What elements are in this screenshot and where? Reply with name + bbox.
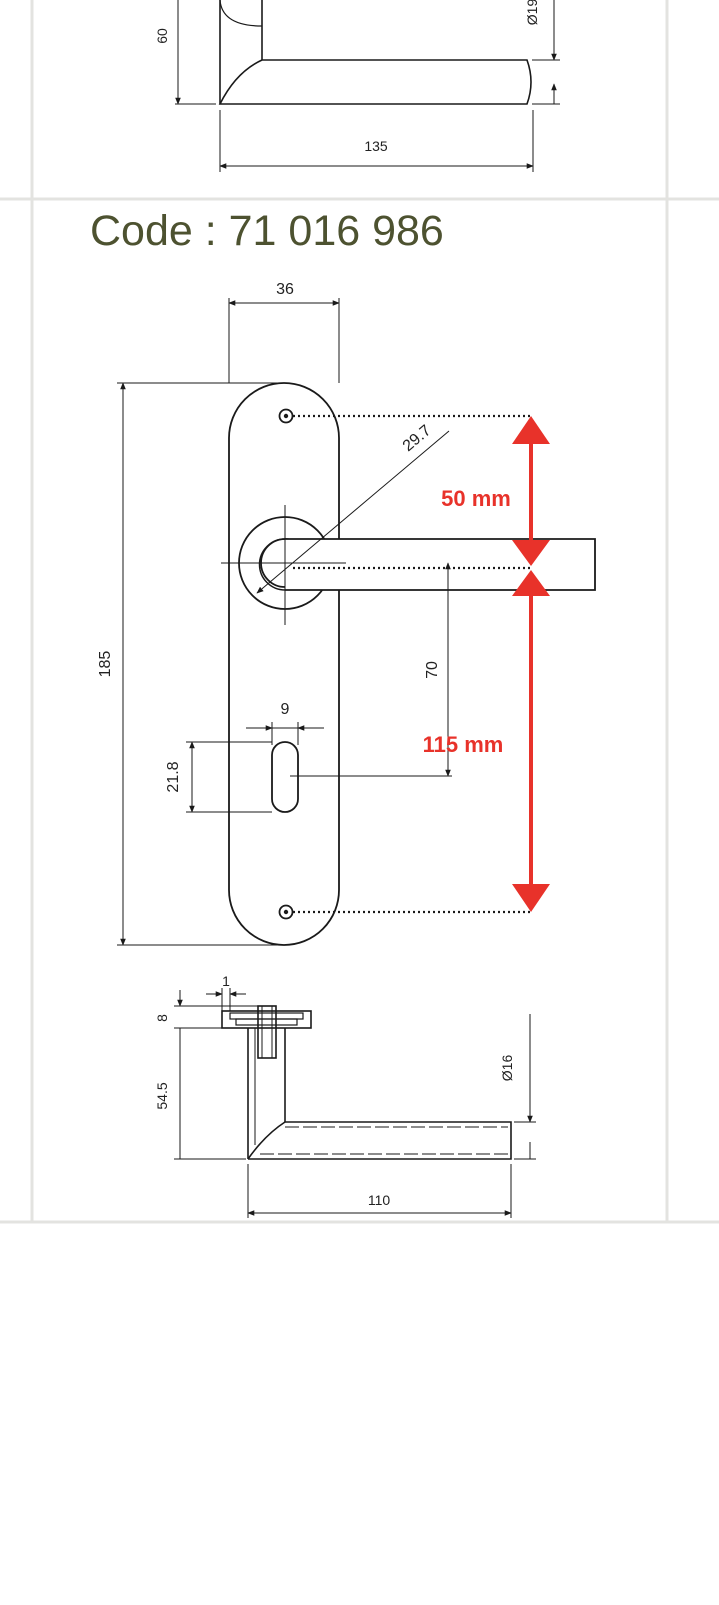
- front-view: [228, 382, 596, 946]
- dim-label-diameter-top: Ø19: [524, 0, 540, 25]
- callout-115mm: 115 mm: [423, 732, 504, 757]
- dim-label-21-8: 21.8: [165, 761, 182, 792]
- dim-label-9: 9: [281, 701, 290, 718]
- arrow-50mm-head-bottom: [512, 540, 550, 566]
- dim-label-54-5: 54.5: [154, 1082, 170, 1109]
- dim-label-1: 1: [222, 973, 230, 989]
- dim-label-8: 8: [154, 1014, 170, 1022]
- dim-label-60: 60: [154, 28, 170, 44]
- dim-label-135: 135: [364, 138, 388, 154]
- lever-handle: [285, 538, 596, 591]
- rose-assembly: [221, 1010, 312, 1029]
- screw-hole-bottom: [278, 904, 294, 920]
- backplate: [228, 382, 340, 946]
- dim-label-diameter-16: Ø16: [499, 1055, 515, 1082]
- arrow-115mm-head-top: [512, 570, 550, 596]
- dim-label-185: 185: [97, 651, 114, 678]
- dim-label-110: 110: [368, 1192, 391, 1208]
- arrow-50mm-head-top: [512, 416, 550, 444]
- keyhole: [271, 741, 299, 813]
- arrow-115mm-head-bottom: [512, 884, 550, 912]
- red-callout-arrows: [512, 416, 550, 912]
- dim-label-36: 36: [276, 281, 294, 298]
- front-dimensions: [117, 298, 532, 946]
- dim-label-29-7: 29.7: [400, 422, 435, 455]
- dim-label-70: 70: [424, 661, 441, 679]
- side-dimensions: [174, 988, 536, 1218]
- product-code-title: Code : 71 016 986: [90, 207, 444, 255]
- top-side-view: [175, 0, 560, 172]
- side-lever-arm: [248, 1121, 512, 1160]
- screw-hole-top: [278, 408, 294, 424]
- side-view: [221, 1005, 512, 1160]
- table-grid: [0, 0, 719, 1224]
- callout-50mm: 50 mm: [441, 486, 511, 511]
